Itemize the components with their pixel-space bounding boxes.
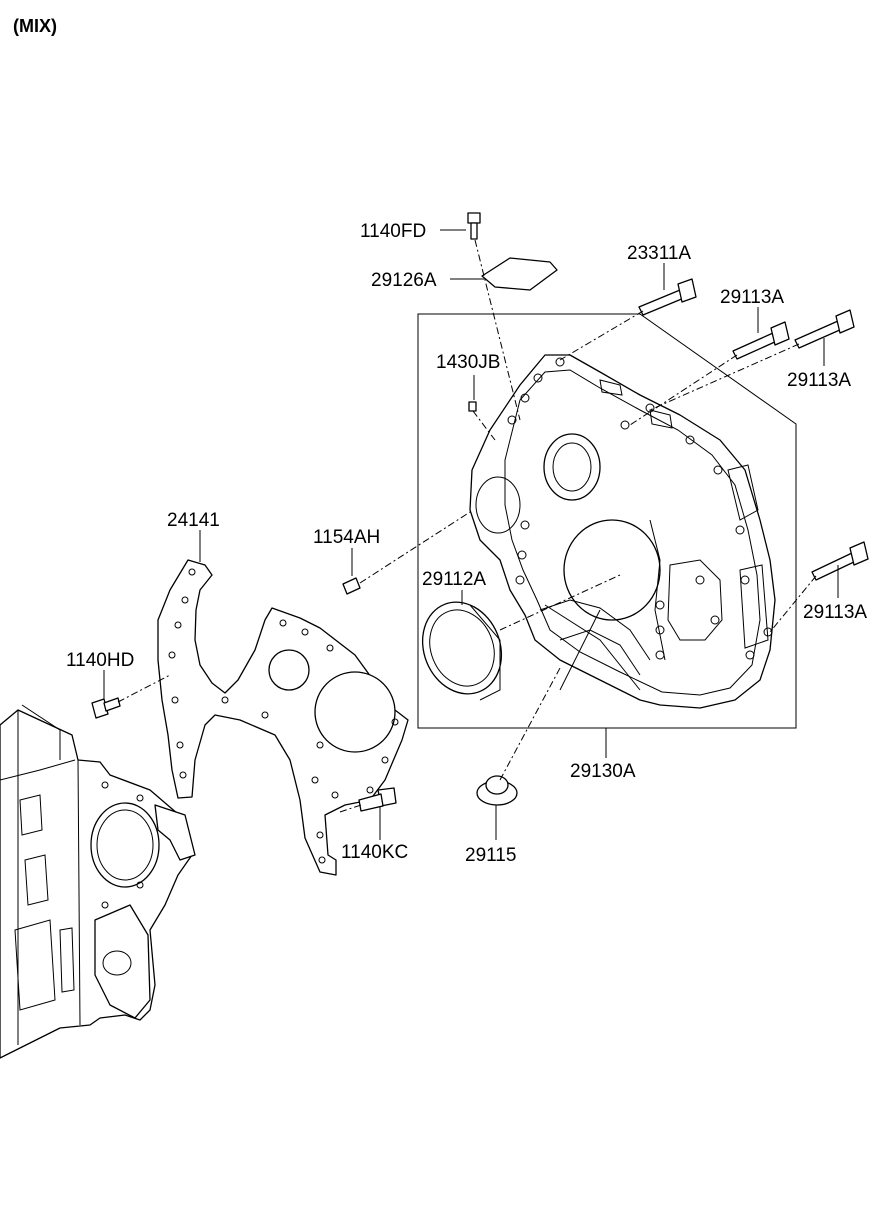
callout-29126A: 29126A — [371, 270, 437, 291]
bolt-1140FD — [467, 212, 481, 240]
bolt-1140KC — [358, 787, 397, 812]
alignment-lines — [117, 239, 817, 813]
callout-29113A-top: 29113A — [720, 287, 784, 308]
callout-29113A-right: 29113A — [803, 602, 867, 623]
bolt-1140HD — [91, 697, 121, 719]
bolt-23311A — [638, 278, 697, 316]
engine-block — [0, 704, 196, 1059]
callout-29112A: 29112A — [422, 569, 486, 590]
gasket-plate — [157, 559, 409, 876]
bolt-29113A-b — [794, 309, 855, 349]
callout-1154AH: 1154AH — [313, 527, 380, 548]
callout-1140HD: 1140HD — [66, 650, 134, 671]
callout-23311A: 23311A — [627, 243, 691, 264]
cover-plate — [481, 257, 558, 291]
callout-24141: 24141 — [167, 510, 220, 531]
callout-29113A-mid: 29113A — [787, 370, 851, 391]
callout-1140FD: 1140FD — [360, 221, 426, 242]
timing-cover-housing — [469, 354, 776, 709]
variant-label: (MIX) — [13, 16, 57, 36]
oil-seal — [421, 601, 503, 701]
callout-labels: 1140FD 29126A 23311A 29113A 29113A 29113… — [66, 221, 867, 866]
leader-lines — [103, 229, 839, 840]
plug-29115 — [476, 775, 518, 806]
callout-29130A: 29130A — [570, 761, 636, 782]
callout-29115: 29115 — [465, 845, 516, 866]
callout-1430JB: 1430JB — [436, 352, 500, 373]
callout-1140KC: 1140KC — [341, 842, 408, 863]
assembly-frame — [417, 313, 797, 729]
bolt-29113A-a — [732, 321, 790, 360]
bolt-29113A-c — [811, 541, 869, 581]
pin-1430JB — [468, 401, 477, 412]
stud-1154AH — [342, 577, 361, 595]
